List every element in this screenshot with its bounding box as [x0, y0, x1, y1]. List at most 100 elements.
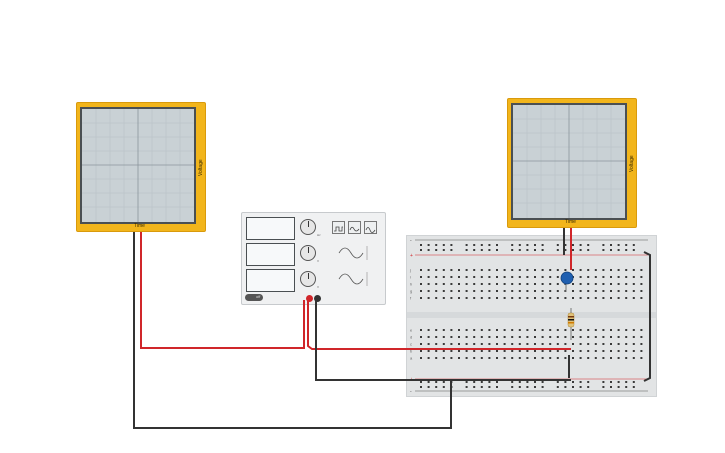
breadboard-hole [480, 357, 483, 359]
breadboard-hole [420, 357, 422, 359]
frequency-knob[interactable] [300, 219, 316, 235]
negative-terminal[interactable] [314, 295, 321, 302]
breadboard-hole [435, 386, 438, 388]
breadboard-hole [617, 329, 620, 331]
breadboard-hole [435, 357, 438, 359]
positive-terminal[interactable] [306, 295, 313, 302]
breadboard-hole [541, 386, 544, 388]
breadboard-hole [640, 276, 643, 278]
breadboard-hole [564, 244, 567, 246]
breadboard-hole [458, 329, 460, 331]
oscilloscope-right[interactable]: Time Voltage [507, 98, 637, 228]
breadboard-hole [420, 283, 422, 285]
breadboard-hole [640, 357, 643, 359]
breadboard-hole [587, 283, 590, 285]
breadboard-hole [549, 343, 552, 345]
breadboard-hole [632, 329, 635, 331]
breadboard-hole [435, 381, 438, 383]
breadboard-hole [541, 343, 544, 345]
breadboard-hole [556, 336, 559, 338]
breadboard-hole [435, 249, 438, 251]
breadboard-hole [610, 276, 612, 278]
breadboard-hole [572, 249, 574, 251]
breadboard-hole [640, 269, 643, 271]
function-generator[interactable]: Hz V V off [241, 212, 386, 305]
breadboard-hole [625, 350, 628, 352]
breadboard-hole [625, 357, 628, 359]
breadboard-hole [465, 283, 468, 285]
breadboard-hole [594, 297, 597, 299]
breadboard-hole [465, 329, 468, 331]
breadboard-hole [518, 329, 521, 331]
row-letter: c [410, 342, 412, 347]
breadboard-hole [534, 336, 536, 338]
breadboard-hole [617, 249, 620, 251]
breadboard-hole [427, 244, 430, 246]
breadboard-hole [420, 297, 422, 299]
breadboard-hole [572, 381, 574, 383]
breadboard-hole [602, 357, 605, 359]
breadboard-hole [632, 350, 635, 352]
breadboard-hole [534, 329, 536, 331]
breadboard-hole [442, 336, 445, 338]
breadboard-hole [632, 283, 635, 285]
breadboard-hole [496, 329, 498, 331]
breadboard-hole [610, 386, 612, 388]
breadboard-hole [420, 336, 422, 338]
breadboard-hole [518, 336, 521, 338]
breadboard-hole [458, 336, 460, 338]
breadboard-hole [420, 244, 422, 246]
breadboard-hole [511, 269, 514, 271]
breadboard-hole [587, 244, 590, 246]
breadboard-hole [610, 381, 612, 383]
breadboard-hole [480, 269, 483, 271]
breadboard-hole [496, 343, 498, 345]
breadboard-hole [450, 249, 453, 251]
breadboard-hole [556, 249, 559, 251]
oscilloscope-left[interactable]: Time Voltage [76, 102, 206, 232]
breadboard-hole [526, 283, 529, 285]
power-switch[interactable]: off [245, 294, 263, 301]
row-letter: d [410, 335, 412, 340]
breadboard-hole [511, 357, 514, 359]
breadboard-hole [625, 276, 628, 278]
breadboard-hole [420, 343, 422, 345]
amplitude-knob[interactable] [300, 245, 316, 261]
breadboard-hole [556, 350, 559, 352]
sine-wave-button[interactable] [364, 221, 377, 234]
breadboard-hole [465, 336, 468, 338]
breadboard-hole [435, 350, 438, 352]
breadboard-hole [518, 269, 521, 271]
breadboard-hole [610, 269, 612, 271]
breadboard-hole [496, 283, 498, 285]
breadboard-hole [473, 357, 476, 359]
breadboard-hole [549, 350, 552, 352]
breadboard-hole [625, 329, 628, 331]
breadboard-hole [496, 249, 498, 251]
breadboard-hole [572, 357, 574, 359]
breadboard-hole [594, 357, 597, 359]
breadboard-hole [526, 381, 529, 383]
offset-wave-icon [338, 272, 368, 286]
square-wave-button[interactable] [332, 221, 345, 234]
breadboard-hole [610, 290, 612, 292]
breadboard-hole [503, 329, 506, 331]
breadboard-hole [632, 357, 635, 359]
breadboard-hole [534, 249, 536, 251]
breadboard-hole [496, 336, 498, 338]
breadboard-hole [549, 357, 552, 359]
breadboard-hole [617, 350, 620, 352]
triangle-wave-button[interactable] [348, 221, 361, 234]
breadboard-hole [549, 336, 552, 338]
breadboard-hole [473, 350, 476, 352]
breadboard-hole [564, 329, 567, 331]
breadboard-hole [496, 381, 498, 383]
breadboard-hole [541, 276, 544, 278]
breadboard-hole [473, 297, 476, 299]
offset-knob[interactable] [300, 271, 316, 287]
breadboard-hole [442, 386, 445, 388]
breadboard-hole [564, 386, 567, 388]
breadboard-hole [587, 269, 590, 271]
breadboard-hole [503, 283, 506, 285]
